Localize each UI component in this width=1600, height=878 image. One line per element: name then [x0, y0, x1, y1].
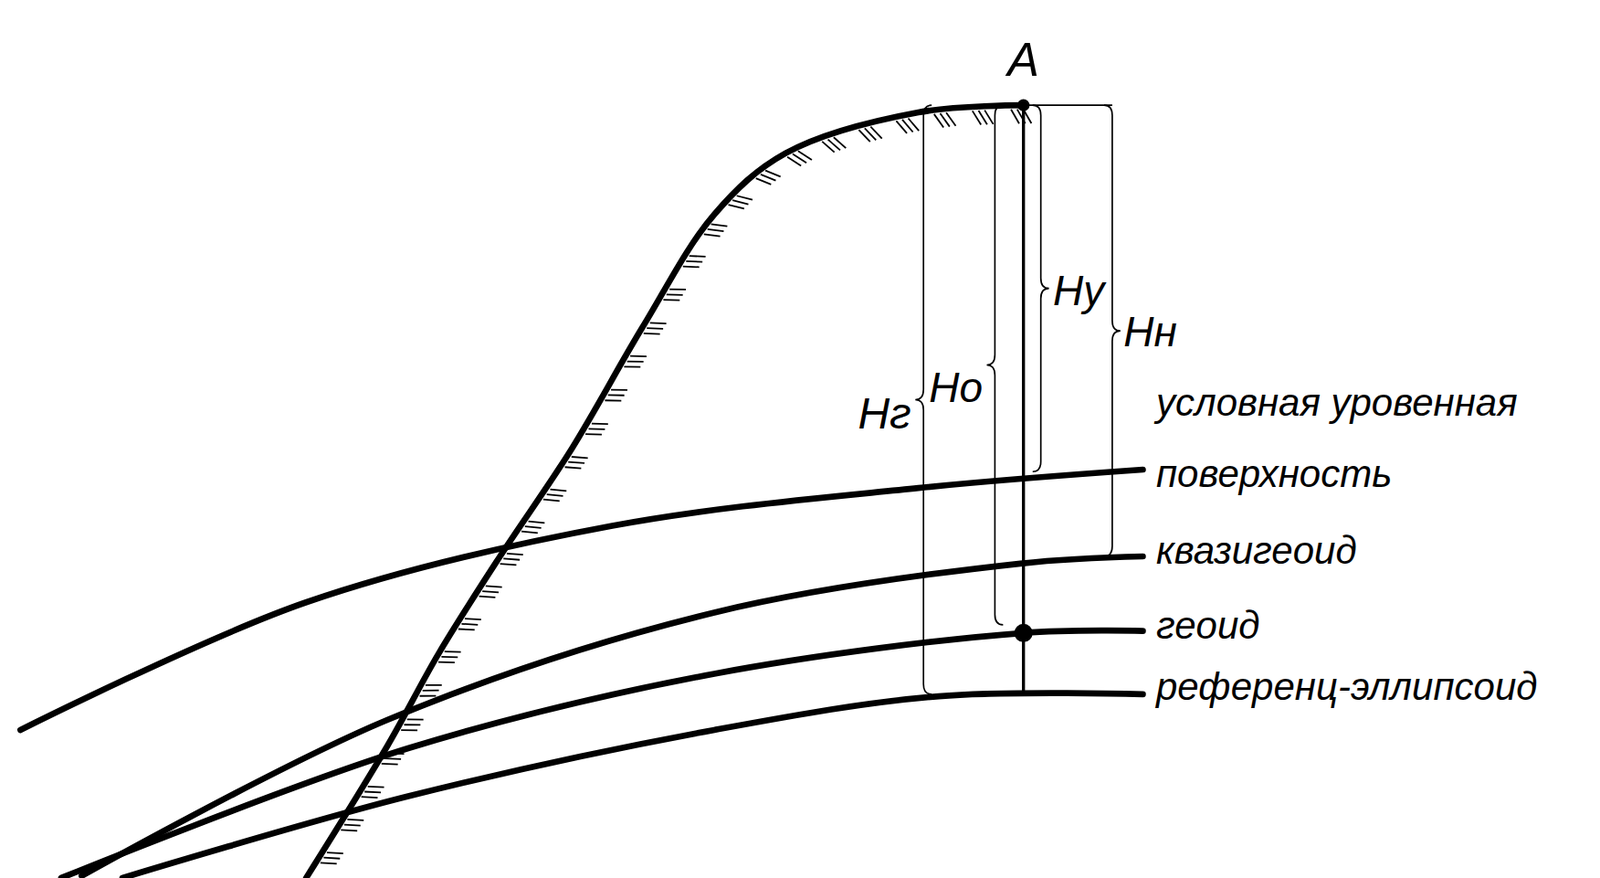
- hatch-tick: [320, 862, 337, 864]
- hatch-tick: [666, 293, 684, 295]
- height-brace: [1032, 105, 1050, 472]
- hatch-tick: [441, 655, 458, 658]
- hatch-tick: [685, 260, 703, 264]
- hatch-tick: [589, 427, 606, 430]
- hatch-tick: [608, 394, 625, 397]
- hatch-tick: [568, 462, 585, 464]
- geoid-line: [61, 630, 1143, 878]
- hatch-tick: [543, 499, 560, 502]
- hatch-tick: [323, 857, 340, 859]
- height-label: Hу: [1052, 265, 1105, 316]
- hatch-tick: [736, 195, 753, 200]
- height-brace: [1104, 105, 1121, 557]
- hatch-tick: [347, 819, 364, 821]
- hatch-tick: [870, 126, 882, 139]
- hatch-tick: [500, 563, 517, 565]
- hatch-tick: [525, 526, 542, 528]
- hatch-tick: [438, 661, 455, 664]
- hatch-tick: [400, 728, 418, 731]
- hatch-tick: [479, 596, 496, 598]
- hatch-tick: [646, 326, 664, 330]
- hatch-tick: [485, 585, 503, 587]
- hatch-tick: [623, 365, 641, 368]
- hatch-tick: [528, 521, 546, 524]
- hatch-tick: [503, 557, 520, 559]
- hatch-tick: [585, 432, 602, 435]
- hatch-tick: [571, 456, 589, 458]
- hatch-tick: [669, 288, 686, 291]
- hatch-tick: [756, 178, 772, 185]
- terrain-hatching: [320, 109, 1032, 864]
- point-label: A: [1007, 31, 1040, 88]
- hatch-tick: [946, 112, 956, 127]
- hatch-tick: [422, 689, 440, 692]
- hatch-tick: [663, 298, 680, 301]
- hatch-tick: [760, 174, 777, 181]
- ellipsoid-line: [122, 693, 1143, 878]
- hatch-tick: [643, 332, 661, 336]
- hatch-tick: [482, 590, 499, 592]
- height-label: Hн: [1123, 306, 1178, 358]
- hatch-tick: [591, 422, 609, 425]
- terrain-profile: [305, 105, 1023, 878]
- hatch-tick: [984, 110, 993, 125]
- hatch-tick: [650, 321, 667, 325]
- hatch-tick: [798, 150, 812, 160]
- height-label: Hо: [928, 362, 983, 413]
- hatch-tick: [407, 718, 424, 721]
- height-label: Hг: [857, 387, 911, 441]
- hatch-tick: [403, 723, 421, 726]
- hatch-tick: [765, 170, 781, 178]
- hatch-tick: [732, 200, 748, 204]
- hatch-tick: [344, 824, 361, 826]
- hatch-tick: [364, 790, 381, 794]
- hatch-tick: [326, 852, 344, 853]
- level-surface-line: [20, 469, 1143, 730]
- hatch-tick: [381, 762, 399, 766]
- hatch-tick: [547, 494, 564, 496]
- hatch-tick: [464, 617, 482, 621]
- hatch-tick: [833, 136, 846, 148]
- hatch-tick: [506, 553, 524, 555]
- height-brace: [986, 105, 1003, 625]
- hatch-tick: [630, 355, 647, 358]
- hatch-tick: [683, 265, 700, 269]
- hatch-tick: [610, 389, 628, 391]
- hatch-tick: [388, 752, 405, 756]
- surface-label: геоид: [1156, 602, 1261, 649]
- hatch-tick: [565, 466, 582, 468]
- hatch-tick: [420, 694, 437, 697]
- hatch-tick: [425, 684, 443, 686]
- hatch-tick: [549, 489, 567, 492]
- quasigeoid-line: [81, 556, 1143, 876]
- hatch-tick: [384, 757, 401, 760]
- hatch-tick: [444, 650, 462, 653]
- hatch-tick: [368, 785, 385, 789]
- hatch-tick: [340, 829, 358, 831]
- geoid-point: [1014, 623, 1033, 643]
- hatch-tick: [627, 360, 644, 363]
- surface-label: референц-эллипсоид: [1156, 663, 1538, 710]
- plumb-line: [1021, 105, 1025, 695]
- hatch-tick: [728, 204, 745, 209]
- hatch-tick: [908, 118, 920, 132]
- surface-label: условная уровенная поверхность: [1156, 367, 1595, 510]
- hatch-tick: [458, 628, 475, 632]
- hatch-tick: [707, 229, 725, 232]
- hatch-tick: [361, 795, 379, 799]
- hatch-tick: [689, 254, 706, 258]
- hatch-tick: [521, 531, 538, 534]
- hatch-tick: [604, 399, 622, 401]
- hatch-tick: [461, 622, 478, 626]
- hatch-tick: [711, 223, 728, 226]
- surface-label: квазигеоид: [1156, 527, 1358, 574]
- hatch-tick: [704, 233, 721, 236]
